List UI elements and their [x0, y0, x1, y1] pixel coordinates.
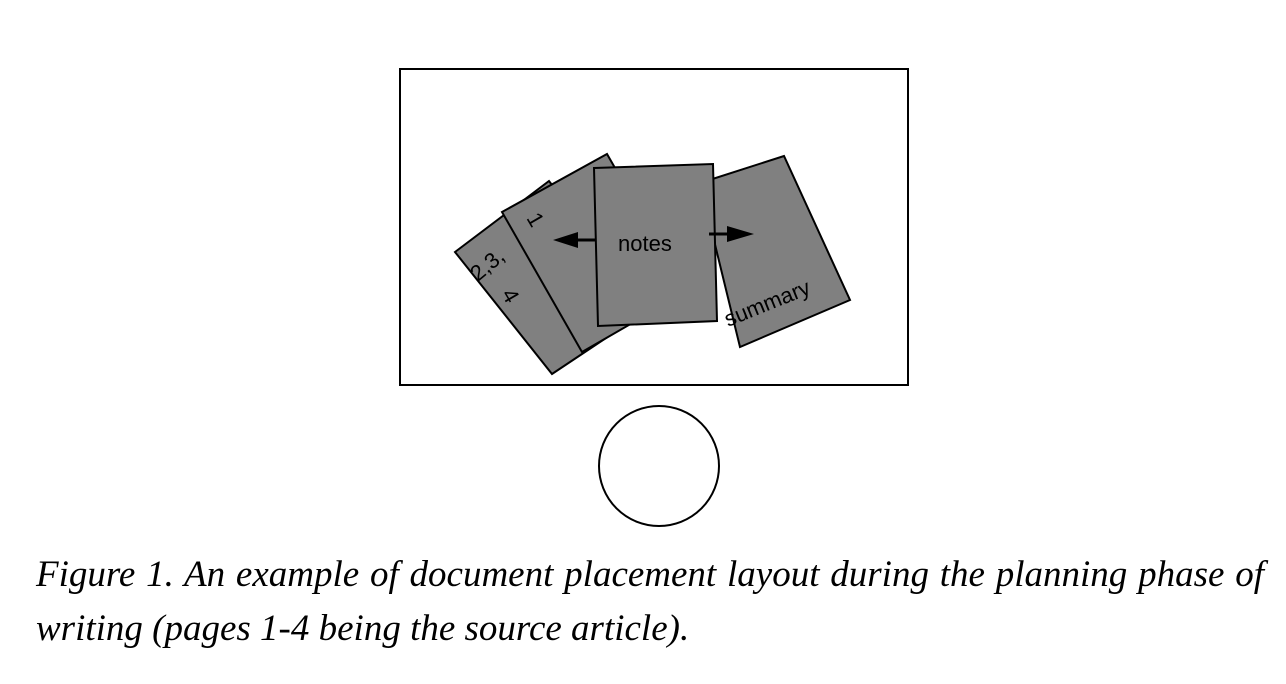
- document-placement-diagram: 2,3, 4 1 summary notes: [399, 68, 909, 527]
- figure-caption: Figure 1. An example of document placeme…: [36, 554, 1264, 649]
- notes-label: notes: [618, 231, 672, 256]
- arrow-right-icon: [709, 226, 754, 242]
- summary-page: [698, 154, 852, 349]
- arrow-left-icon: [553, 232, 596, 248]
- desk-surface: [399, 68, 909, 386]
- notes-page: [592, 162, 719, 328]
- user-position-circle: [598, 405, 720, 527]
